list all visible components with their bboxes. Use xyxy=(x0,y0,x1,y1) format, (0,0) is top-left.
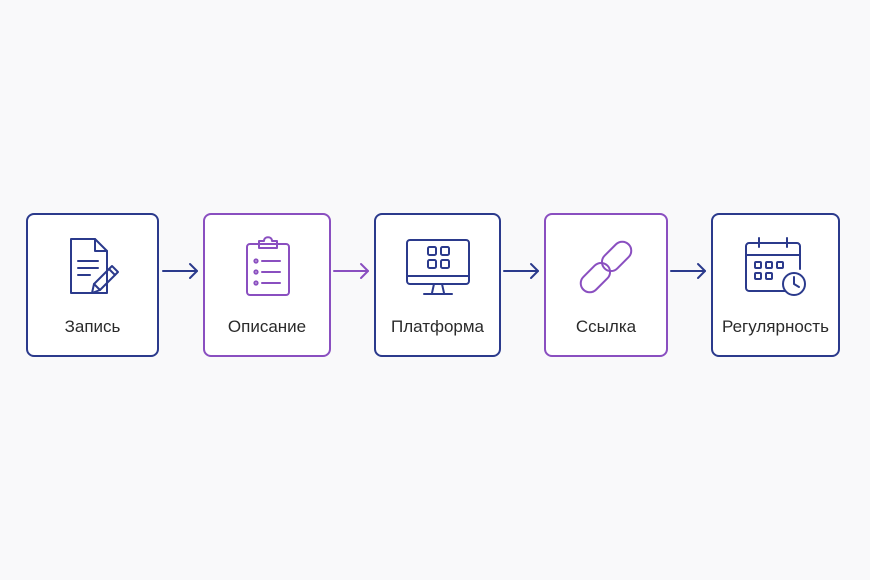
step-platform: Платформа xyxy=(374,213,501,357)
step-label: Запись xyxy=(64,317,121,336)
step-description: Описание xyxy=(203,213,331,357)
arrow-right-icon xyxy=(670,263,706,279)
step-regularity: Регулярность xyxy=(711,213,840,357)
step-label: Описание xyxy=(227,317,307,336)
arrow-right-icon xyxy=(162,263,198,279)
document-pencil-icon xyxy=(69,238,119,294)
clipboard-list-icon xyxy=(246,236,290,296)
arrow-right-icon xyxy=(333,263,369,279)
step-label: Регулярность xyxy=(722,317,829,336)
step-link: Ссылка xyxy=(544,213,668,357)
monitor-grid-icon xyxy=(405,239,470,295)
step-record: Запись xyxy=(26,213,159,357)
arrow-right-icon xyxy=(503,263,539,279)
step-label: Ссылка xyxy=(575,317,637,336)
calendar-clock-icon xyxy=(744,237,806,296)
link-icon xyxy=(579,240,633,294)
step-label: Платформа xyxy=(390,317,485,336)
